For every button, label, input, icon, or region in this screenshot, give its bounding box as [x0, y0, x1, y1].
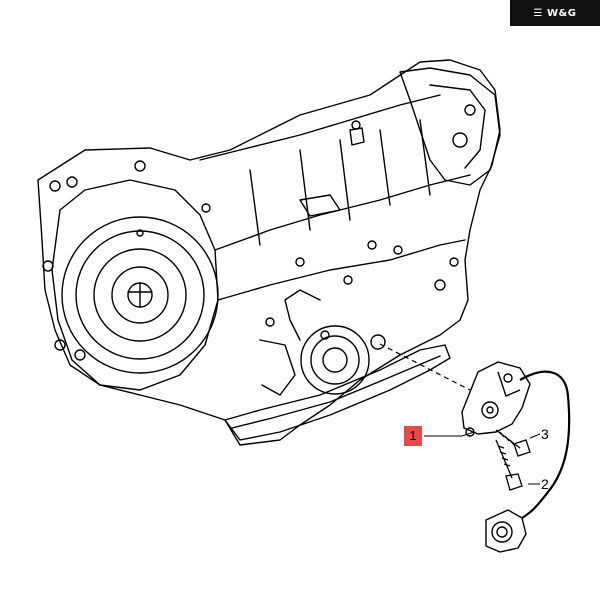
callout-1: 1: [404, 426, 422, 446]
leader-line-3: [529, 433, 541, 439]
range-sensor-part: [461, 361, 571, 553]
watermark-text: W&G: [547, 7, 577, 19]
torque-converter-outer: [61, 216, 219, 374]
connector-plug: [485, 509, 527, 553]
bolt-item-2: [495, 439, 523, 491]
bell-housing: [51, 179, 219, 391]
callout-3: 3: [541, 426, 549, 442]
bolt-item-3: [495, 429, 531, 457]
leader-line-dashed: [379, 343, 471, 391]
tire-marks-icon: ☰: [533, 7, 543, 19]
output-flange: [300, 325, 370, 395]
transmission-housing: [37, 59, 501, 446]
rear-extension: [399, 67, 501, 186]
sensor-cable: [519, 370, 571, 519]
watermark-logo: ☰ W&G: [510, 0, 600, 26]
oil-pan: [224, 344, 451, 441]
callout-2: 2: [541, 476, 549, 492]
leader-line-1: [424, 431, 475, 437]
